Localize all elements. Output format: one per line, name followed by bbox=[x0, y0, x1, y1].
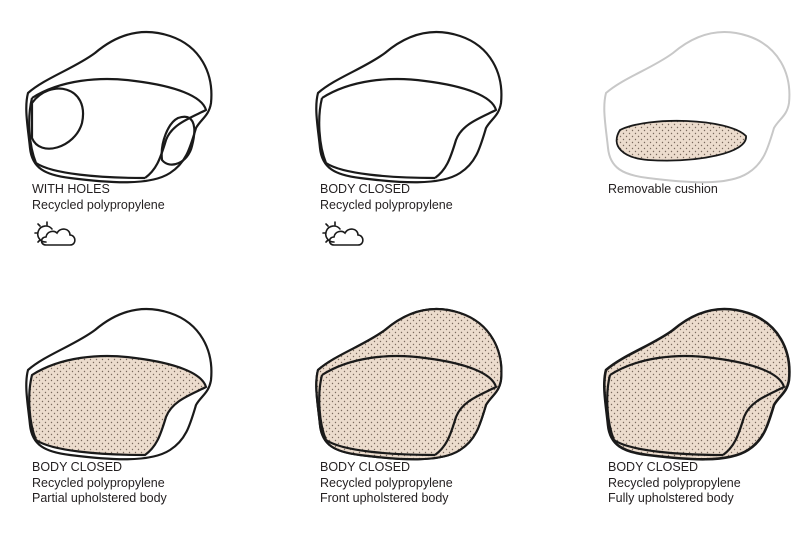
variant-caption-fully: BODY CLOSED Recycled polypropylene Fully… bbox=[608, 460, 741, 507]
variant-caption-front: BODY CLOSED Recycled polypropylene Front… bbox=[320, 460, 453, 507]
variant-caption-cushion: Removable cushion bbox=[608, 182, 718, 198]
variant-title: BODY CLOSED bbox=[320, 460, 411, 474]
variant-caption-with-holes: WITH HOLES Recycled polypropylene bbox=[32, 182, 165, 213]
variant-material: Recycled polypropylene bbox=[608, 475, 741, 490]
variant-upholstery: Fully upholstered body bbox=[608, 491, 734, 505]
variant-material: Recycled polypropylene bbox=[32, 475, 165, 490]
variant-caption-partial: BODY CLOSED Recycled polypropylene Parti… bbox=[32, 460, 167, 507]
chair-body-closed bbox=[315, 30, 503, 184]
variant-title: BODY CLOSED bbox=[608, 460, 699, 474]
variant-material: Recycled polypropylene bbox=[320, 197, 453, 212]
outdoor-weather-icon bbox=[34, 221, 76, 246]
variant-title: BODY CLOSED bbox=[320, 182, 411, 196]
variant-material: Recycled polypropylene bbox=[320, 475, 453, 490]
variant-caption-body-closed: BODY CLOSED Recycled polypropylene bbox=[320, 182, 453, 213]
chair-with-holes bbox=[25, 30, 213, 184]
variant-upholstery: Front upholstered body bbox=[320, 491, 449, 505]
chair-partial-upholstered bbox=[25, 307, 213, 461]
variant-upholstery: Partial upholstered body bbox=[32, 491, 167, 505]
outdoor-weather-icon bbox=[322, 221, 364, 246]
chair-front-upholstered bbox=[315, 307, 503, 461]
chair-removable-cushion bbox=[603, 31, 791, 184]
variant-title: WITH HOLES bbox=[32, 182, 110, 196]
variant-title: BODY CLOSED bbox=[32, 460, 123, 474]
chair-fully-upholstered bbox=[602, 307, 791, 461]
variant-material: Recycled polypropylene bbox=[32, 197, 165, 212]
variant-title: Removable cushion bbox=[608, 182, 718, 196]
